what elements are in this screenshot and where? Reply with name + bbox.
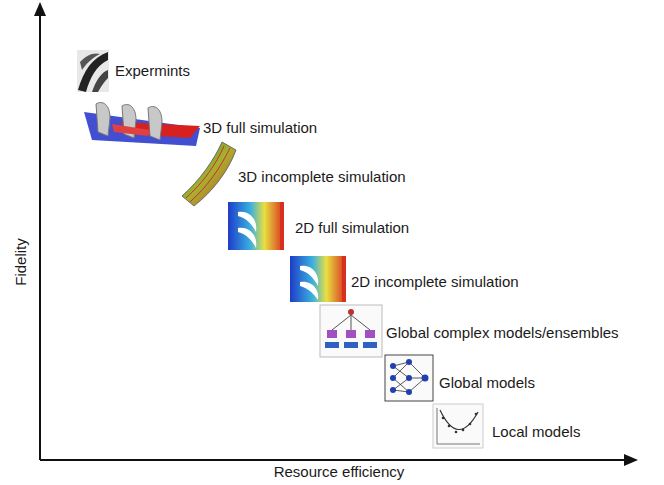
method-label: Global models: [439, 374, 535, 392]
local-model-image: [433, 404, 483, 448]
method-label: 3D full simulation: [203, 119, 317, 137]
method-label: Global complex models/ensembles: [386, 324, 619, 342]
axis-label: Resource efficiency: [274, 463, 405, 481]
method-label: 2D incomplete simulation: [351, 273, 519, 291]
2d-full-simulation-image: [228, 202, 284, 250]
method-label: Local models: [492, 423, 580, 441]
method-label: 3D incomplete simulation: [238, 168, 406, 186]
axes: [34, 2, 638, 466]
method-label: Expermints: [115, 62, 190, 80]
2d-incomplete-simulation-image: [290, 256, 346, 302]
method-label: 2D full simulation: [295, 219, 409, 237]
ensemble-model-image: [320, 305, 382, 357]
network-model-image: [385, 355, 433, 401]
experiment-image: [77, 50, 109, 92]
3d-full-simulation-image: [84, 103, 200, 146]
3d-incomplete-simulation-image: [182, 142, 236, 206]
axis-label: Fidelity: [12, 238, 30, 286]
